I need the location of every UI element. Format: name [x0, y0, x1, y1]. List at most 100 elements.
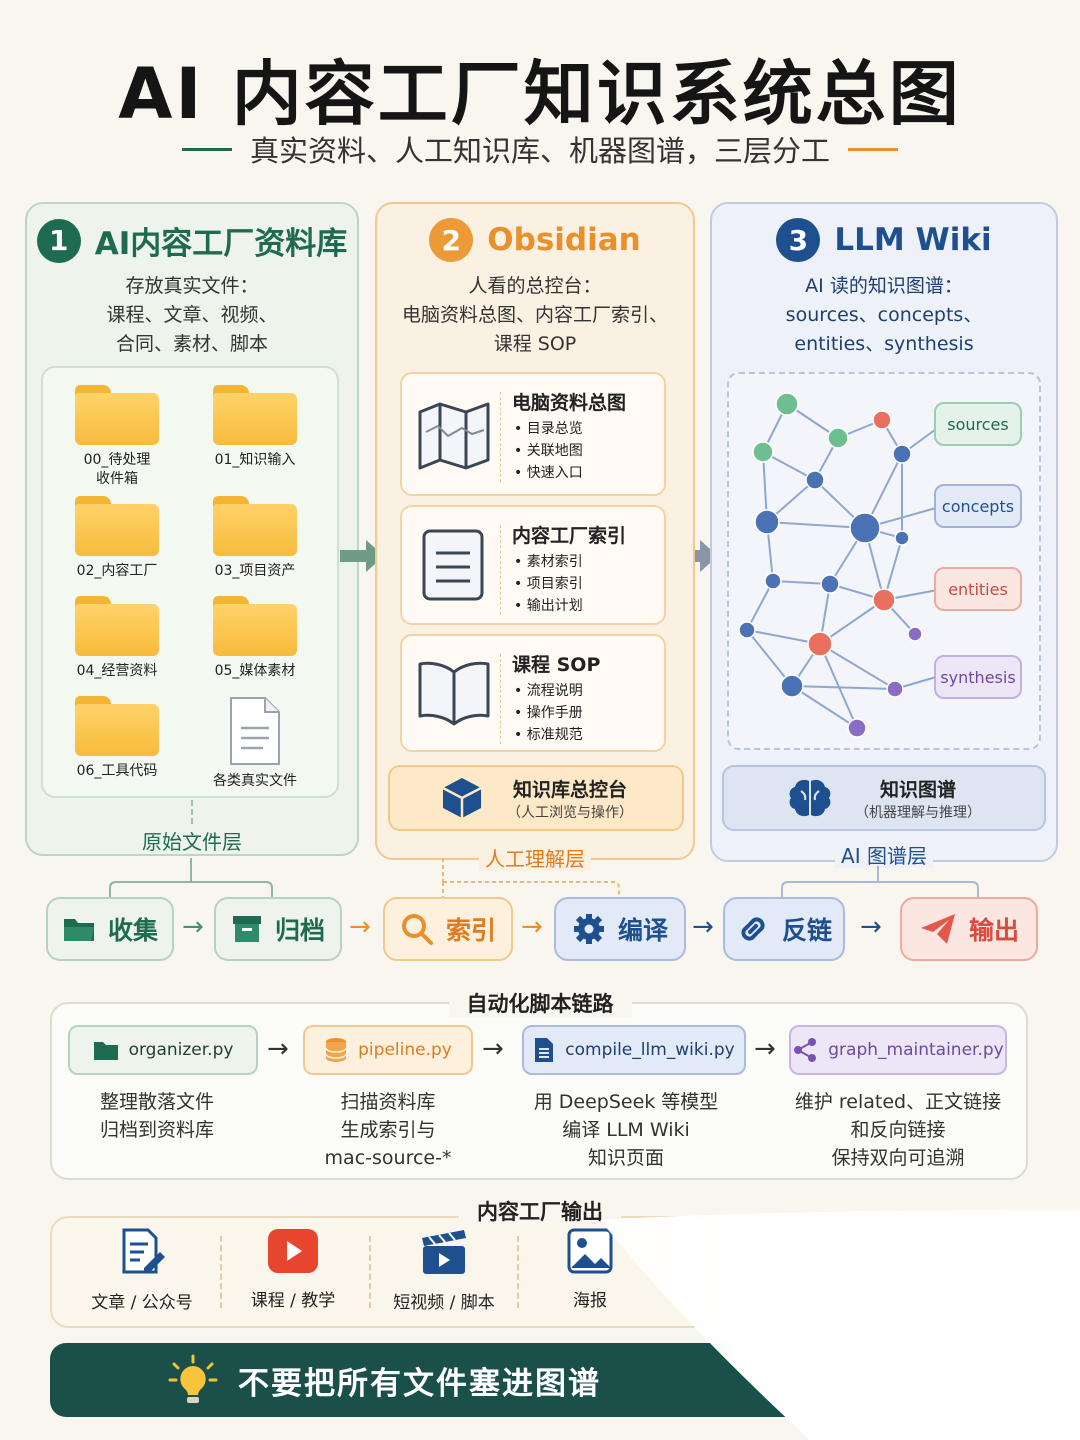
column-wiki-header: 3 LLM Wiki — [710, 218, 1058, 262]
step-output[interactable]: 输出 — [900, 897, 1038, 961]
script-name: pipeline.py — [358, 1040, 452, 1060]
graph-node — [754, 509, 780, 535]
graph-edge — [746, 629, 793, 687]
file-item[interactable]: 各类真实文件 — [197, 696, 313, 791]
card-item: • 输出计划 — [514, 598, 583, 614]
step-archive[interactable]: 归档 — [214, 897, 342, 961]
graph-node — [764, 572, 782, 590]
column-obsidian-header: 2 Obsidian — [375, 218, 695, 262]
desc-line: entities、synthesis — [794, 333, 974, 355]
folder-label: 03_项目资产 — [214, 563, 296, 579]
folder-item[interactable]: 03_项目资产 — [197, 496, 313, 581]
folder-item[interactable]: 00_待处理 收件箱 — [59, 385, 175, 489]
brain-icon — [789, 779, 831, 817]
output-article[interactable]: 文章 / 公众号 — [72, 1228, 212, 1313]
column-archive-desc: 存放真实文件： 课程、文章、视频、 合同、素材、脚本 — [25, 272, 359, 359]
layer-label-ai: AI 图谱层 — [710, 840, 1058, 869]
folder-item[interactable]: 05_媒体素材 — [197, 596, 313, 681]
script-graph-maintainer[interactable]: graph_maintainer.py — [789, 1025, 1007, 1075]
card-item: • 快速入口 — [514, 465, 583, 481]
send-icon — [920, 914, 955, 944]
console-text: 知识库总控台 （人工浏览与操作） — [507, 775, 633, 822]
folder-label: 02_内容工厂 — [76, 563, 158, 579]
card-item: • 操作手册 — [514, 705, 583, 721]
desc-line: mac-source-* — [324, 1147, 452, 1169]
graph-box-subtitle: （机器理解与推理） — [855, 804, 981, 821]
step-number-badge: 2 — [429, 218, 474, 262]
page-curl-overlay — [600, 1210, 1080, 1440]
graph-node — [807, 631, 833, 657]
card-course-sop: 课程 SOP • 流程说明 • 操作手册 • 标准规范 — [400, 634, 666, 752]
layer-label-text: 人工理解层 — [479, 847, 591, 871]
card-item: • 标准规范 — [514, 727, 583, 743]
output-short-video[interactable]: 短视频 / 脚本 — [374, 1228, 514, 1313]
divider — [369, 1236, 371, 1308]
card-title: 电脑资料总图 — [512, 392, 627, 414]
banner-text: 不要把所有文件塞进图谱 — [238, 1365, 601, 1402]
document-icon — [422, 529, 484, 601]
step-compile[interactable]: 编译 — [554, 897, 686, 961]
graph-edge — [746, 580, 774, 631]
graph-node — [775, 392, 799, 416]
arrow-right-icon: → — [349, 912, 371, 942]
arrow-right-icon: → — [267, 1034, 289, 1064]
folder-item[interactable]: 04_经营资料 — [59, 596, 175, 681]
output-course[interactable]: 课程 / 教学 — [223, 1228, 363, 1311]
step-label: 反链 — [781, 916, 832, 945]
step-label: 输出 — [968, 916, 1019, 945]
graph-edge — [819, 643, 896, 690]
output-label: 文章 / 公众号 — [91, 1293, 193, 1313]
graph-edge — [819, 643, 858, 729]
step-label: 索引 — [445, 916, 496, 945]
step-label: 归档 — [274, 916, 325, 945]
desc-line: AI 读的知识图谱： — [805, 275, 963, 297]
folder-label: 01_知识输入 — [214, 452, 296, 468]
tag-sources: sources — [934, 402, 1022, 446]
folder-item[interactable]: 06_工具代码 — [59, 696, 175, 781]
graph-node — [805, 470, 825, 490]
folder-item[interactable]: 02_内容工厂 — [59, 496, 175, 581]
step-index[interactable]: 索引 — [383, 897, 513, 961]
graph-edge — [819, 599, 885, 645]
lightbulb-icon — [168, 1354, 218, 1403]
graph-box-text: 知识图谱 （机器理解与推理） — [855, 775, 981, 822]
step-backlink[interactable]: 反链 — [723, 897, 845, 961]
folder-item[interactable]: 01_知识输入 — [197, 385, 313, 470]
desc-line: 课程 SOP — [493, 333, 577, 355]
desc-line: sources、concepts、 — [785, 304, 983, 326]
output-label: 课程 / 教学 — [250, 1291, 336, 1311]
script-organizer[interactable]: organizer.py — [68, 1025, 258, 1075]
card-title: 课程 SOP — [512, 654, 601, 676]
desc-line: 课程、文章、视频、 — [106, 304, 278, 326]
script-pipeline[interactable]: pipeline.py — [303, 1025, 473, 1075]
folder-icon — [213, 385, 297, 445]
subtitle-text: 真实资料、人工知识库、机器图谱，三层分工 — [249, 134, 830, 168]
graph-node — [894, 530, 910, 546]
book-icon — [418, 661, 490, 726]
divider — [500, 392, 501, 482]
column-archive-title: AI内容工厂资料库 — [94, 226, 348, 262]
folder-label: 00_待处理 收件箱 — [83, 452, 151, 487]
bracket-connectors — [109, 858, 979, 898]
desc-line: 人看的总控台： — [468, 275, 602, 297]
folder-label: 04_经营资料 — [76, 663, 158, 679]
card-list: • 素材索引 • 项目索引 • 输出计划 — [514, 551, 583, 617]
step-collect[interactable]: 收集 — [46, 897, 174, 961]
step-label: 收集 — [107, 916, 158, 945]
output-poster[interactable]: 海报 — [520, 1228, 660, 1311]
card-item: • 关联地图 — [514, 443, 583, 459]
graph-node — [872, 588, 896, 612]
console-subtitle: （人工浏览与操作） — [507, 804, 633, 821]
scripts-title-wrap: 自动化脚本链路 — [0, 988, 1080, 1018]
arrow-right-icon: → — [692, 912, 714, 942]
graph-node — [907, 626, 923, 642]
tag-synthesis: synthesis — [934, 655, 1022, 699]
graph-node — [849, 512, 881, 544]
arrow-right-icon: → — [860, 912, 882, 942]
arrow-right-icon: → — [182, 912, 204, 942]
graph-edge — [791, 685, 858, 729]
graph-edge — [766, 521, 866, 529]
script-compile[interactable]: compile_llm_wiki.py — [522, 1025, 746, 1075]
script-desc: 维护 related、正文链接 和反向链接 保持双向可追溯 — [778, 1088, 1018, 1172]
file-text-icon — [535, 1038, 554, 1062]
